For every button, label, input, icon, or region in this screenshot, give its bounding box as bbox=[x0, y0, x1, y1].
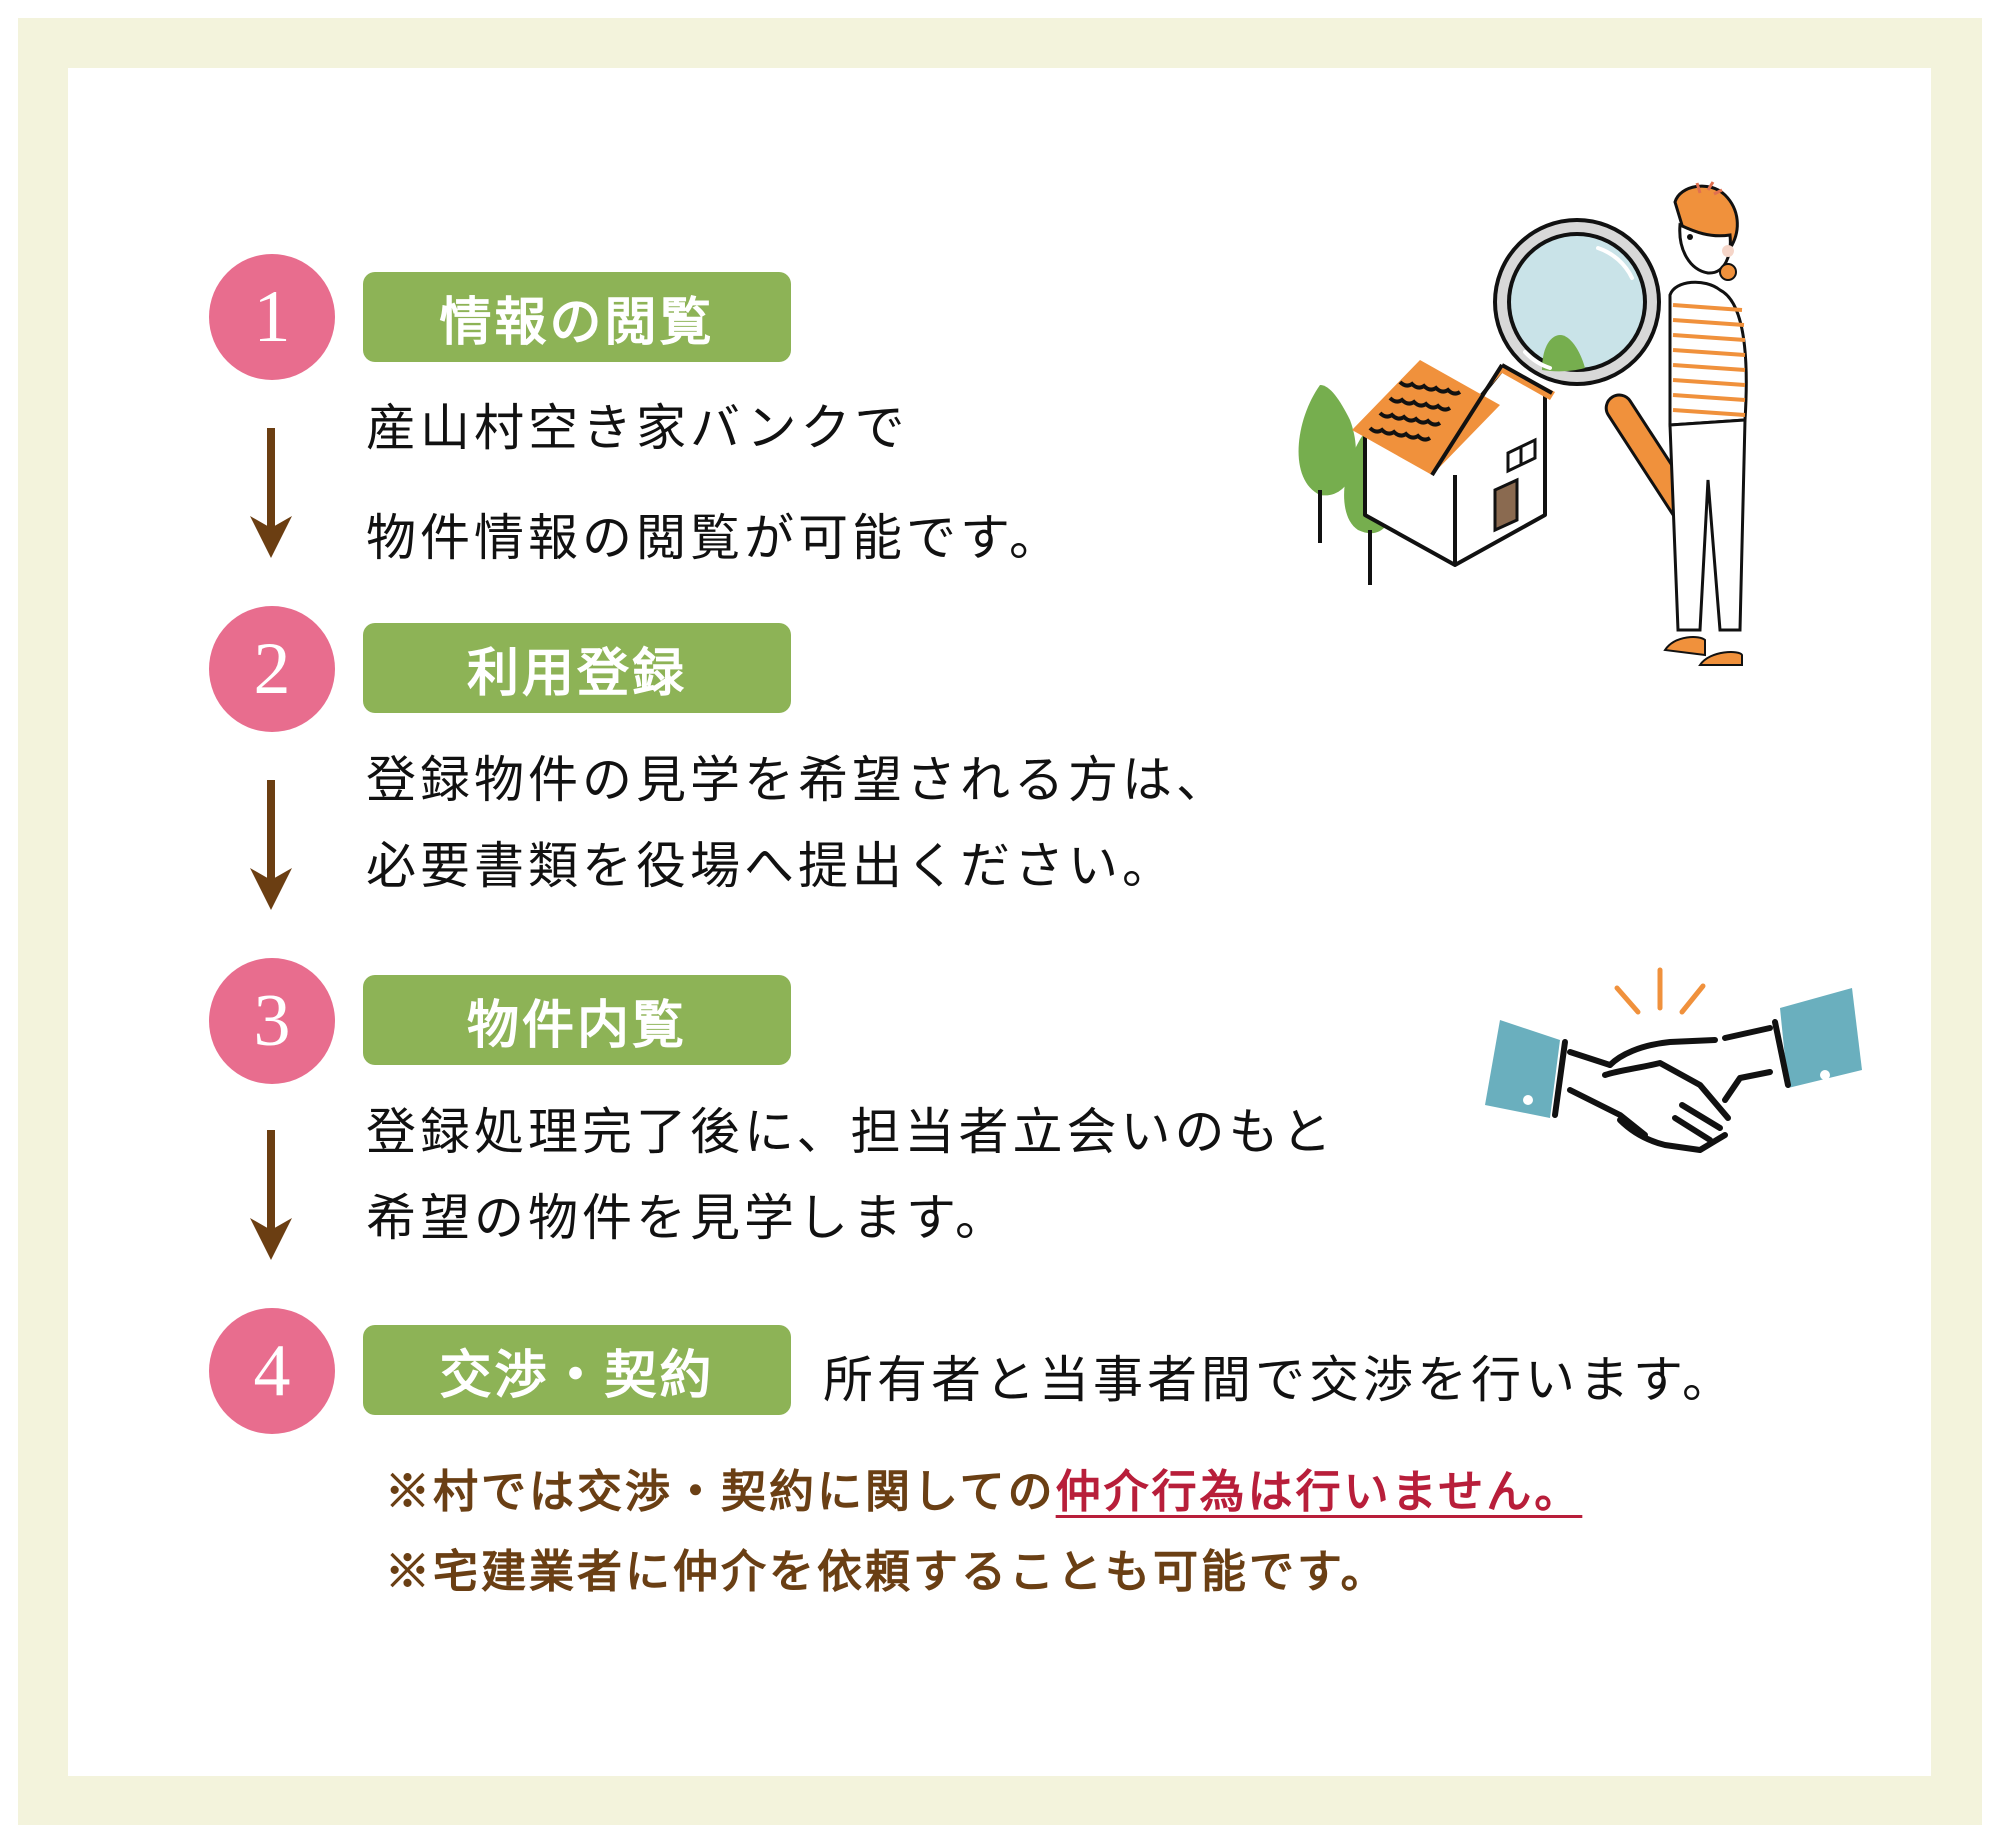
step-3-line-2: 希望の物件を見学します。 bbox=[366, 1189, 1009, 1247]
note-text: ※宅建業者に仲介を依頼することも可能です。 bbox=[385, 1545, 1389, 1598]
note-text: ※村では交渉・契約に関しての bbox=[385, 1465, 1056, 1518]
step-number: 3 bbox=[253, 980, 291, 1062]
note-emphasis-text: 仲介行為は行いません。 bbox=[1055, 1465, 1583, 1518]
step-1-line-2: 物件情報の閲覧が可能です。 bbox=[366, 509, 1063, 567]
step-2-label: 利用登録 bbox=[363, 623, 791, 713]
down-arrow-icon bbox=[250, 1130, 292, 1260]
step-number: 1 bbox=[253, 276, 291, 358]
step-4-line-1: 所有者と当事者間で交渉を行います。 bbox=[823, 1351, 1736, 1409]
note-no-brokerage: ※村では交渉・契約に関しての仲介行為は行いません。 bbox=[385, 1455, 1582, 1520]
step-number: 4 bbox=[253, 1330, 291, 1412]
woman-magnifying-glass-house-icon bbox=[1298, 181, 1748, 666]
down-arrow-icon bbox=[250, 428, 292, 558]
step-3-line-1: 登録処理完了後に、担当者立会いのもと bbox=[366, 1103, 1336, 1161]
step-1-label: 情報の閲覧 bbox=[363, 272, 791, 362]
step-2-number-badge: 2 bbox=[209, 606, 335, 732]
step-label-text: 情報の閲覧 bbox=[439, 291, 715, 353]
step-1-number-badge: 1 bbox=[209, 254, 335, 380]
step-3-label: 物件内覧 bbox=[363, 975, 791, 1065]
step-2-line-1: 登録物件の見学を希望される方は、 bbox=[366, 751, 1230, 809]
step-label-text: 交渉・契約 bbox=[439, 1344, 715, 1406]
note-realtor-option: ※宅建業者に仲介を依頼することも可能です。 bbox=[385, 1535, 1389, 1600]
step-4-label: 交渉・契約 bbox=[363, 1325, 791, 1415]
handshake-icon bbox=[1485, 967, 1862, 1153]
step-4-number-badge: 4 bbox=[209, 1308, 335, 1434]
step-label-text: 利用登録 bbox=[466, 642, 687, 704]
step-number: 2 bbox=[253, 628, 291, 710]
step-label-text: 物件内覧 bbox=[466, 994, 687, 1056]
down-arrow-icon bbox=[250, 780, 292, 910]
step-3-number-badge: 3 bbox=[209, 958, 335, 1084]
step-2-line-2: 必要書類を役場へ提出ください。 bbox=[366, 837, 1176, 895]
step-1-line-1: 産山村空き家バンクで bbox=[366, 399, 909, 457]
